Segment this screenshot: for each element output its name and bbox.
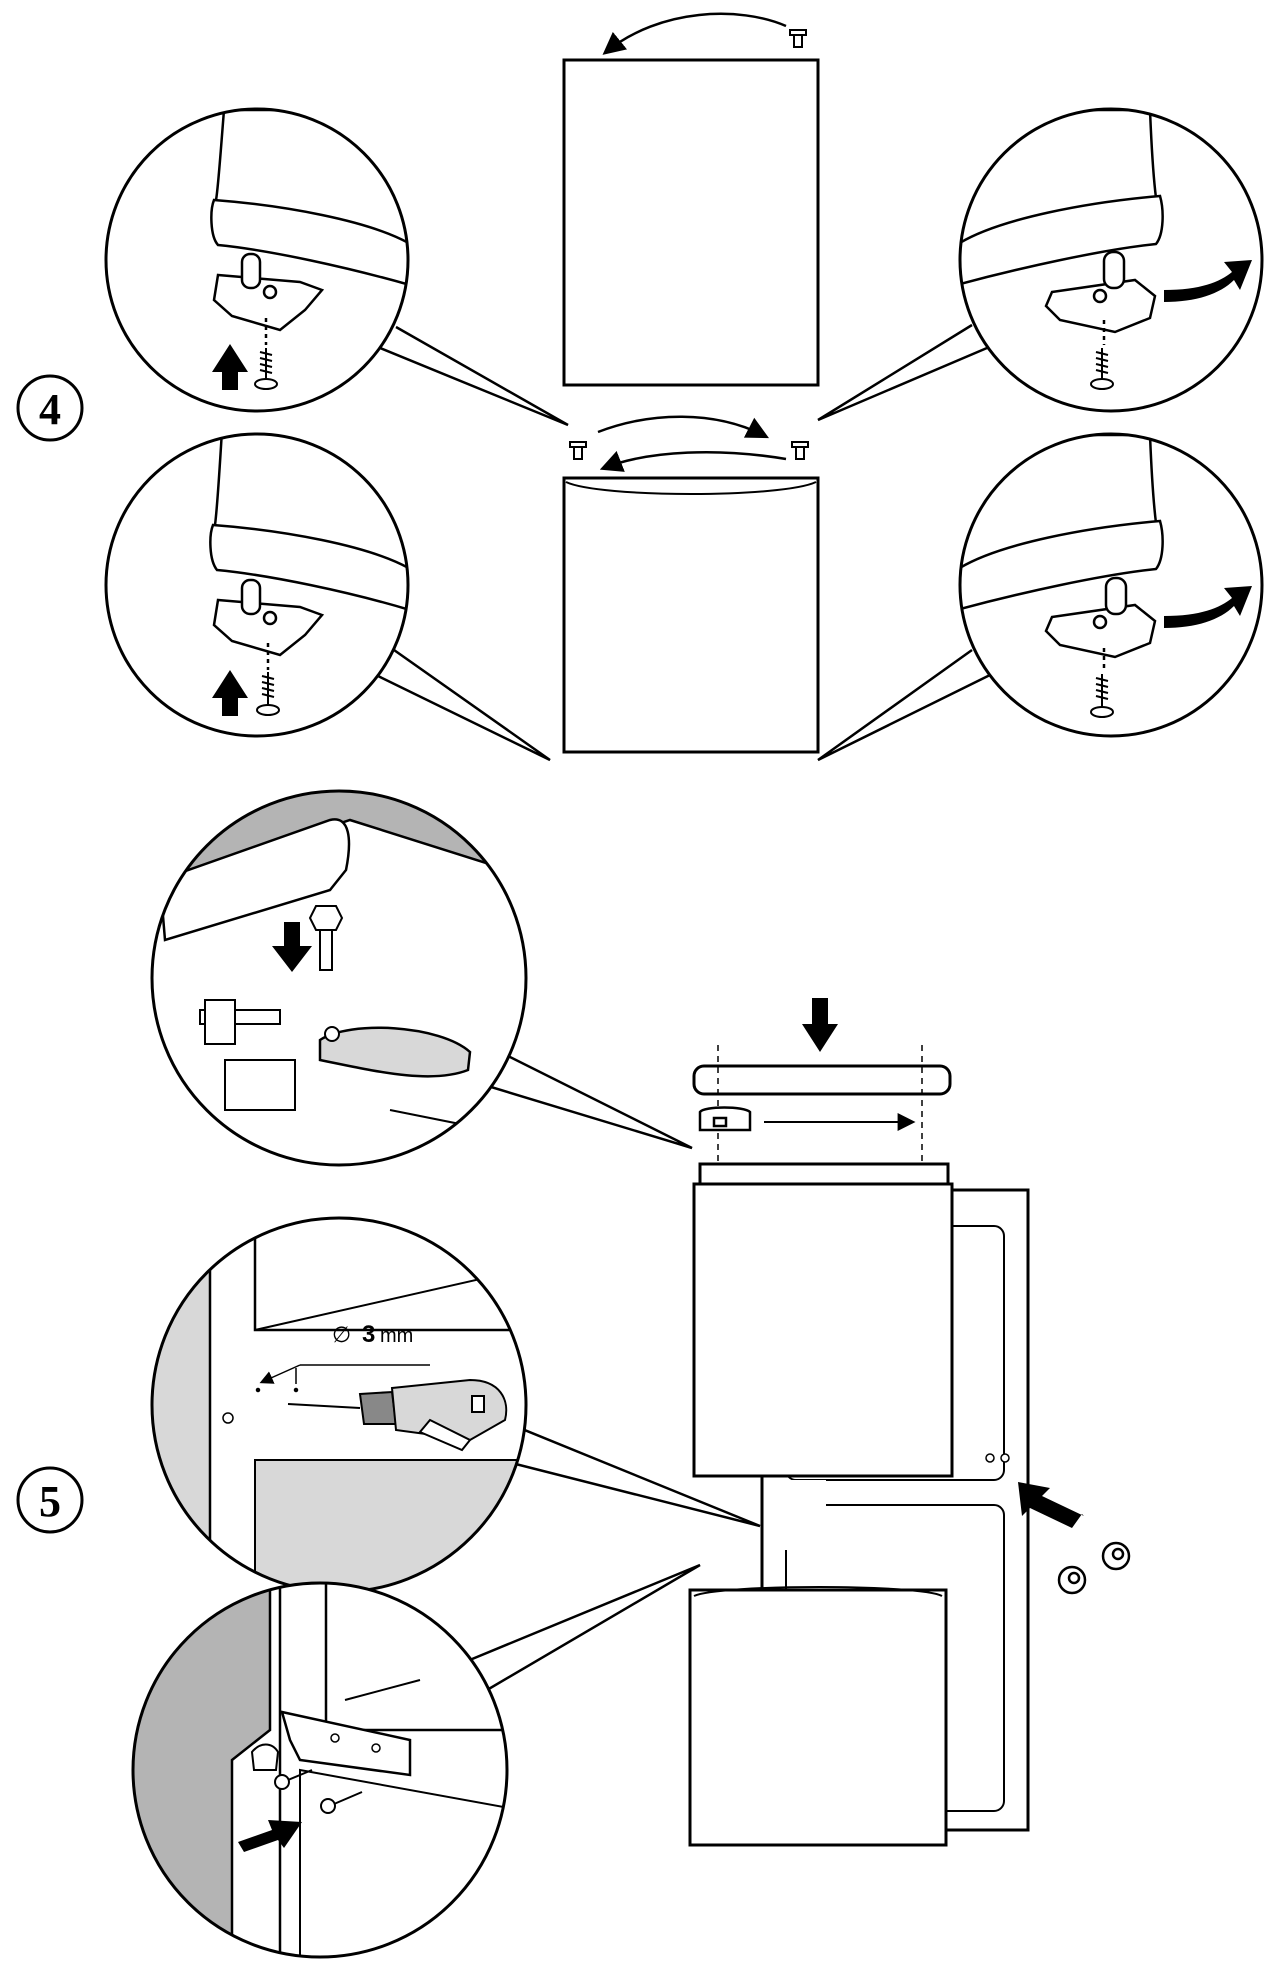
callout-lines	[377, 323, 995, 762]
detail-drilling: ∅ 3 mm	[150, 1216, 528, 1594]
detail-top-cover	[150, 789, 528, 1167]
top-door	[562, 12, 820, 387]
cover-caps-icon	[1057, 1541, 1131, 1595]
lower-door-panel	[688, 1586, 948, 1847]
push-arrow-icon	[238, 1820, 302, 1852]
screw-icon	[256, 672, 280, 716]
step-4: 4	[16, 12, 1264, 762]
step-4-number: 4	[39, 385, 61, 434]
arrow-up-icon	[212, 344, 248, 390]
callout-lines	[459, 1043, 761, 1702]
upper-door-panel	[692, 1162, 954, 1478]
drill-diameter-unit: mm	[380, 1325, 413, 1347]
step-4-badge: 4	[16, 374, 84, 442]
step-5-number: 5	[39, 1477, 61, 1526]
top-cover	[692, 998, 952, 1166]
screw-icon	[1090, 348, 1114, 390]
hinge-pin-icon	[569, 441, 587, 460]
detail-lower-hinge	[131, 1581, 509, 1959]
arrow-down-icon	[802, 998, 838, 1052]
dimension-marks	[255, 1364, 430, 1393]
arrow-up-icon	[212, 670, 248, 716]
hinge-pin-icon	[789, 29, 807, 48]
step-5: 5	[16, 789, 1131, 1959]
bottom-door	[562, 476, 820, 754]
hinge-cap-icon	[698, 1106, 752, 1132]
screw-icon	[1090, 674, 1114, 718]
screw-icon	[274, 1769, 363, 1814]
screw-icon	[254, 348, 278, 390]
detail-hinge-bottom-right	[958, 432, 1264, 738]
swap-arrow-left	[599, 450, 787, 472]
detail-hinge-top-right	[958, 107, 1264, 413]
drill-diameter-value: 3	[362, 1321, 375, 1348]
push-arrow-icon	[1018, 1482, 1084, 1528]
drill-icon	[287, 1378, 508, 1452]
curved-arrow-icon	[1164, 260, 1252, 302]
curved-arrow-icon	[1164, 586, 1252, 628]
step-5-badge: 5	[16, 1466, 84, 1534]
drill-diameter-symbol: ∅	[332, 1322, 351, 1347]
hinge-pin-icon	[791, 441, 809, 460]
swap-arrow-right	[597, 415, 769, 439]
cabinet-frame	[766, 1480, 826, 1550]
arrow-down-icon	[272, 922, 312, 972]
detail-hinge-top-left	[104, 107, 410, 413]
bolt-icon	[308, 905, 344, 971]
detail-hinge-bottom-left	[104, 432, 410, 738]
